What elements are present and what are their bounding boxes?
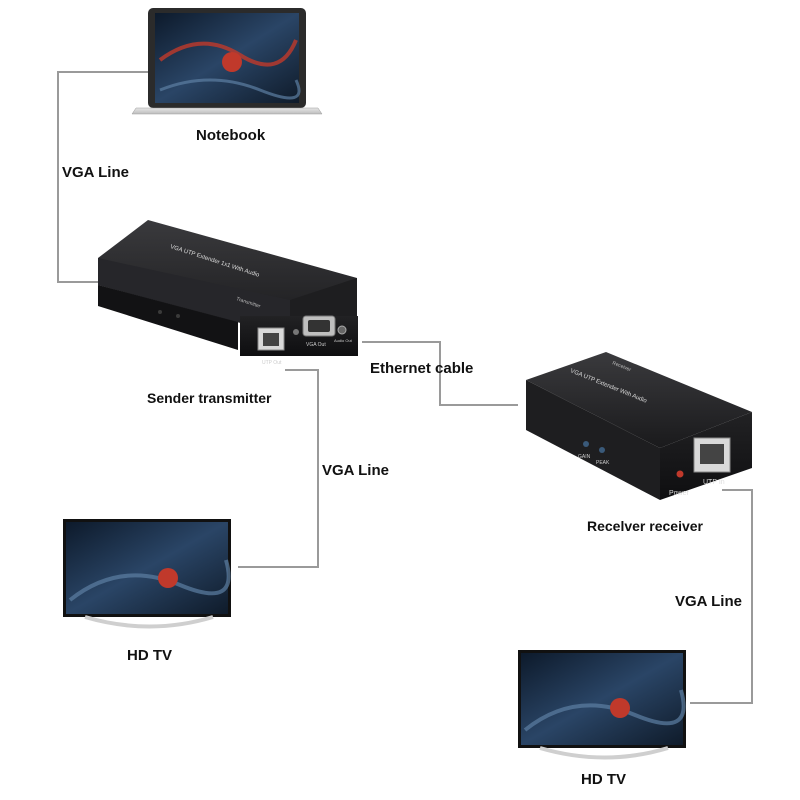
hd-tv-left-label: HD TV (127, 647, 172, 664)
sender-audio-port (337, 325, 347, 335)
gain-knob (583, 441, 589, 447)
receiver-device: VGA UTP Extender With Audio Receiver GAI… (526, 352, 752, 500)
sender-transmitter-label: Sender transmitter (147, 390, 272, 406)
line-notebook-sender (57, 71, 148, 283)
sender-transmitter-device: VGA UTP Extender 1x1 With Audio Transmit… (98, 220, 358, 366)
hd-tv-right-device (518, 650, 686, 760)
connection-lines (57, 71, 753, 704)
sender-audio-label: Audio Out (334, 338, 353, 343)
vga-line-label-sender-tv: VGA Line (322, 462, 389, 479)
hd-tv-right-label: HD TV (581, 771, 626, 788)
ethernet-cable-label: Ethernet cable (370, 360, 474, 377)
peak-label: PEAK (596, 460, 610, 466)
gain-label: GAIN (578, 454, 591, 460)
power-led (676, 470, 684, 478)
line-receiver-tv (690, 489, 753, 704)
receiver-utp-label: UTP In (703, 479, 725, 486)
spiderman-figure (610, 698, 630, 718)
spiderman-figure (158, 568, 178, 588)
receiver-label: Recelver receiver (587, 518, 703, 534)
line-sender-receiver (362, 341, 518, 406)
hd-tv-left-device (63, 519, 231, 629)
spiderman-figure (222, 52, 242, 72)
peak-knob (599, 447, 605, 453)
vga-line-label-receiver-tv: VGA Line (675, 593, 742, 610)
power-label: Power (669, 490, 690, 497)
sender-vga-label: VGA Out (306, 342, 326, 348)
notebook-device (131, 8, 323, 115)
sender-utp-label: UTP Out (262, 360, 282, 366)
notebook-label: Notebook (196, 127, 266, 144)
vga-line-label-notebook: VGA Line (62, 164, 129, 181)
line-sender-tv (238, 369, 319, 568)
